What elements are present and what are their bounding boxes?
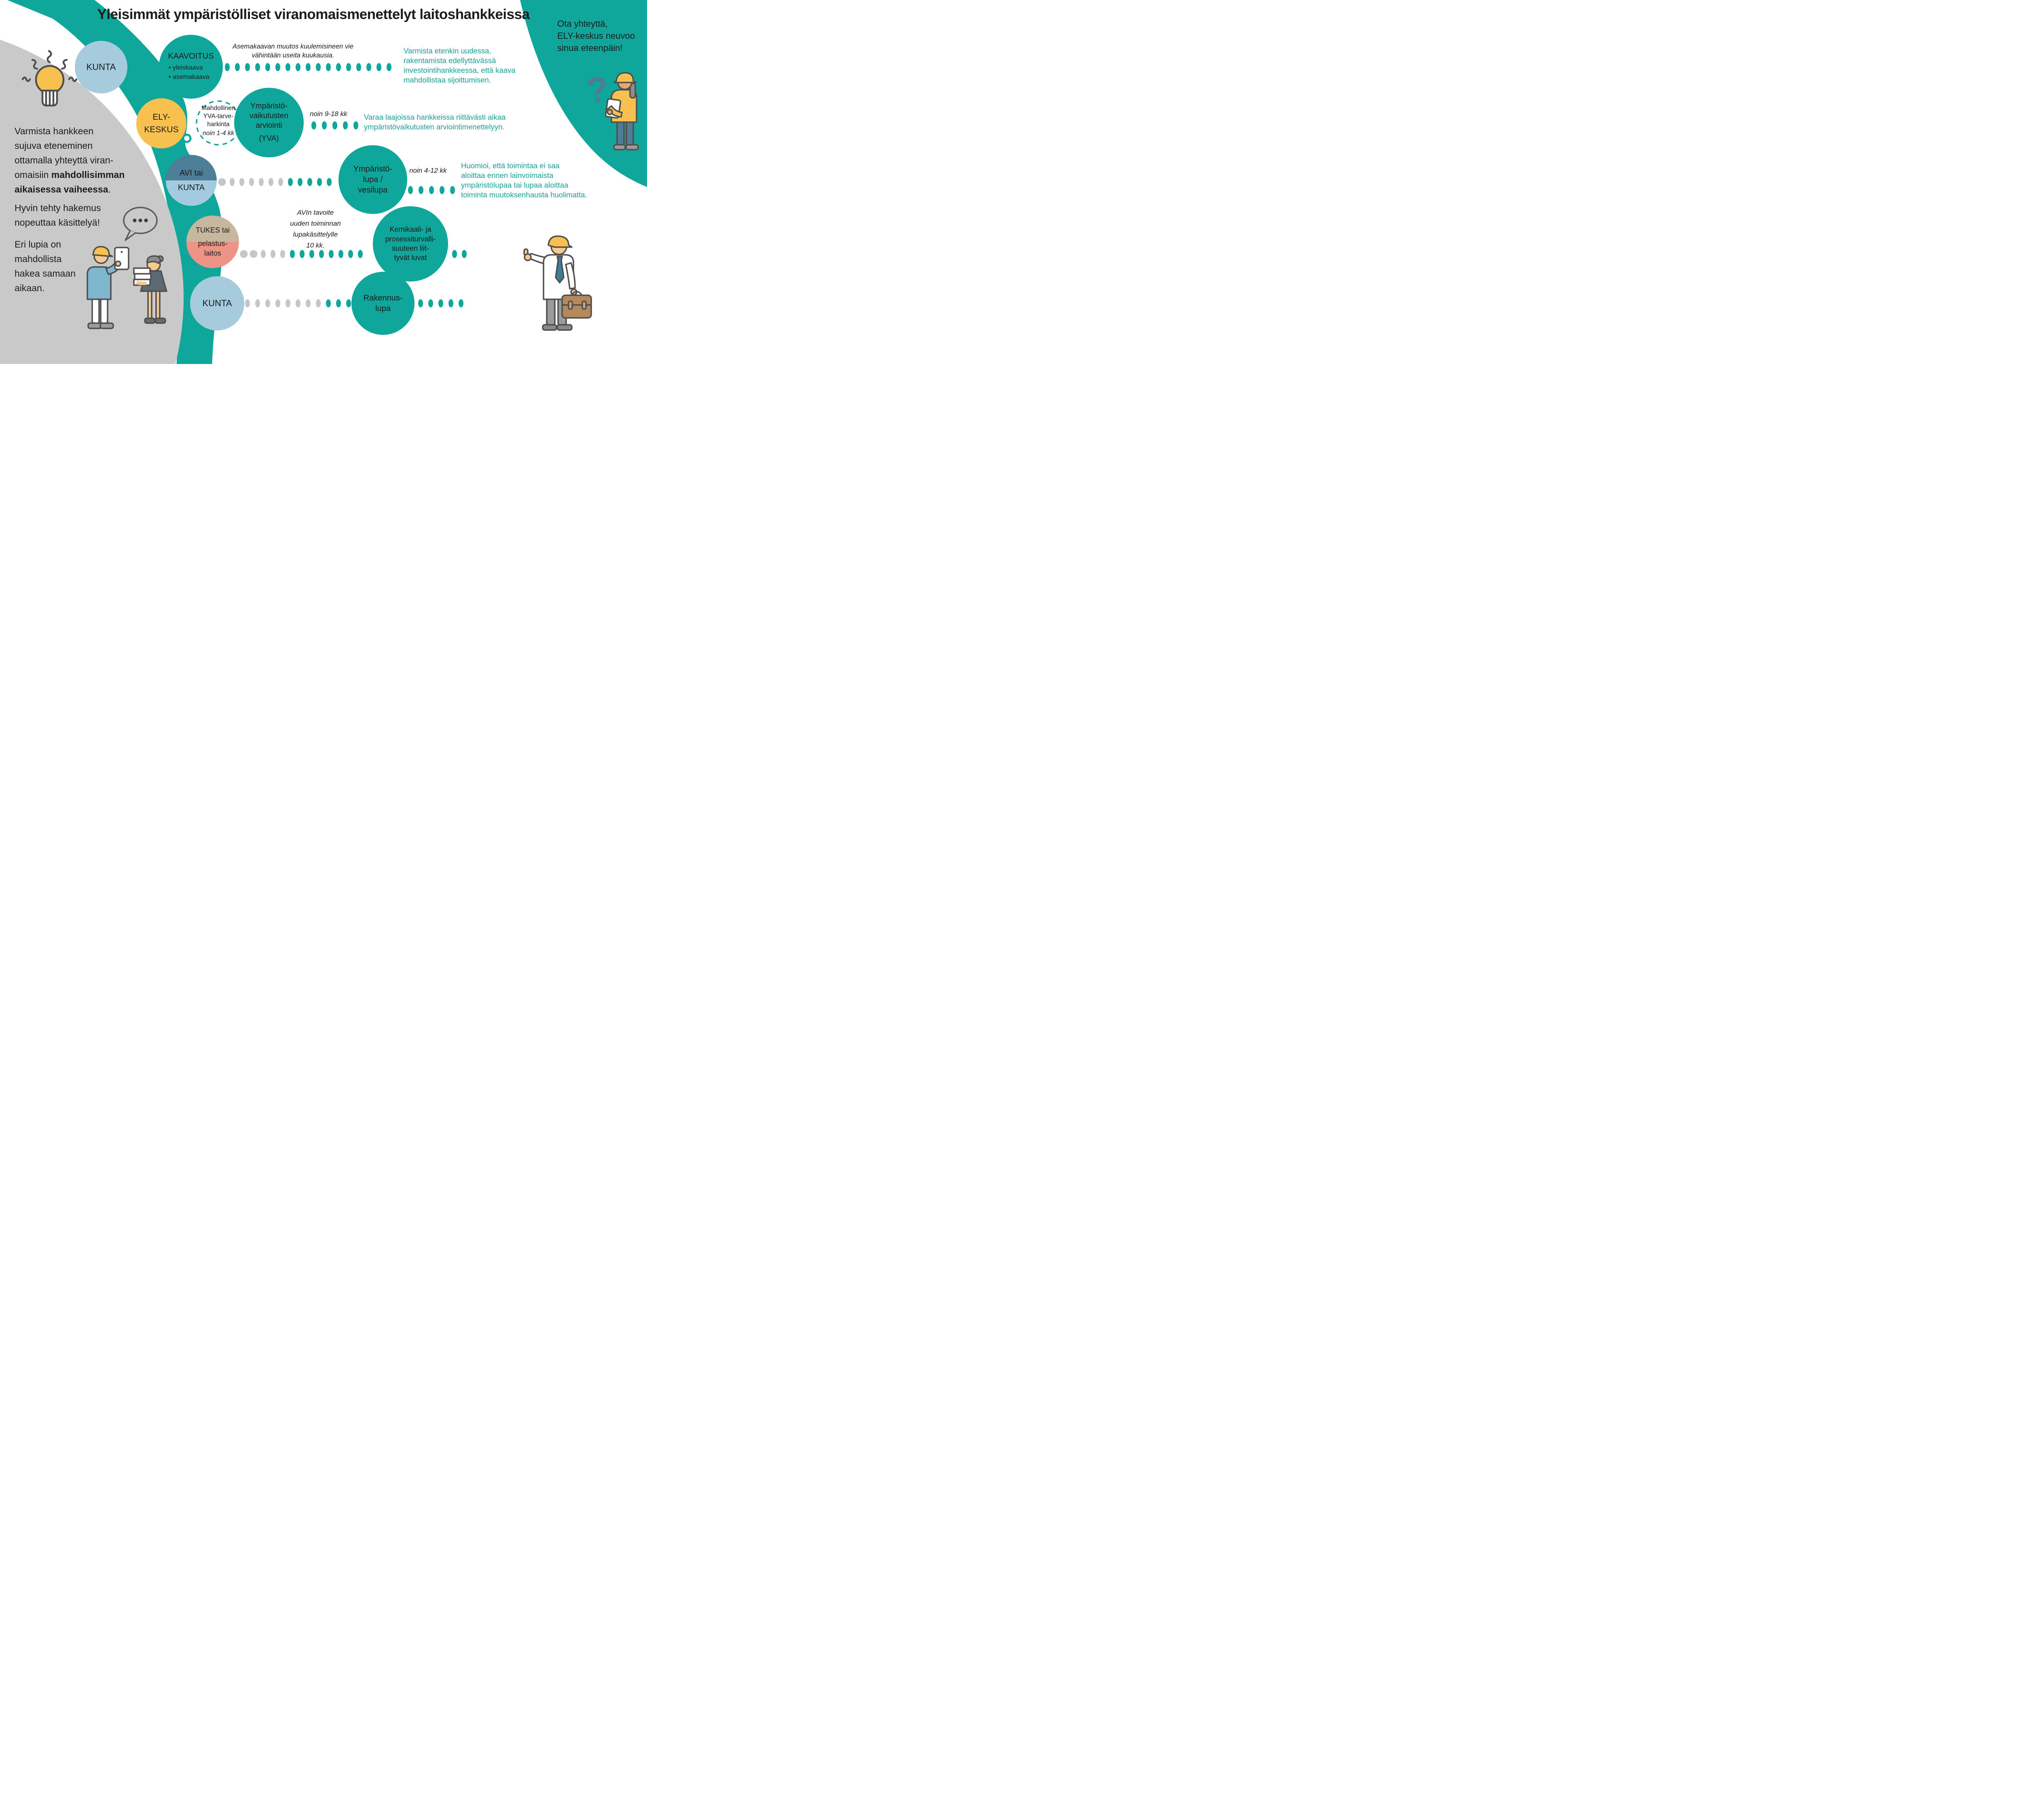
engineer-with-briefcase-icon bbox=[523, 235, 592, 331]
step-circle-kaavoitus: KAAVOITUS • yleiskaava • asemakaava bbox=[159, 35, 223, 99]
people-discussing-icon bbox=[87, 246, 167, 329]
optional-duration: noin 1-4 kk bbox=[202, 130, 235, 137]
dots-row5-teal bbox=[326, 299, 463, 307]
dots-row4-gray bbox=[240, 250, 285, 258]
dots-row4-teal bbox=[290, 250, 467, 258]
dots-row2 bbox=[311, 121, 358, 129]
advice-ymparistolupa: Huomioi, että toimintaa ei saa aloittaa … bbox=[461, 161, 587, 199]
tip-early-contact: Varmista hankkeen sujuva eteneminen otta… bbox=[15, 126, 125, 195]
duration-ymparistolupa: noin 4-12 kk bbox=[409, 167, 447, 174]
dots-row1 bbox=[131, 63, 391, 71]
actor-circle-kunta-row1: KUNTA bbox=[75, 41, 127, 93]
step-bullet: • asemakaava bbox=[169, 74, 209, 81]
advisor-with-clipboard-icon bbox=[605, 72, 639, 150]
infographic-canvas: ? bbox=[0, 0, 647, 364]
ring-dot-icon bbox=[182, 133, 192, 143]
actor-label: KUNTA bbox=[86, 61, 116, 72]
advice-kaavoitus: Varmista etenkin uudessa, rakentamista e… bbox=[404, 47, 516, 84]
actor-label: KUNTA bbox=[202, 298, 232, 308]
teal-swoosh-band bbox=[7, 0, 222, 364]
page-title: Yleisimmät ympäristölliset viranomaismen… bbox=[97, 6, 530, 22]
actor-circle-tukes-pelastuslaitos: TUKES tai pelastus- laitos bbox=[186, 216, 239, 268]
dots-row5-gray bbox=[245, 299, 321, 307]
contact-line: Ota yhteyttä, bbox=[557, 19, 608, 29]
duration-yva: noin 9-18 kk bbox=[310, 110, 347, 118]
step-circle-yva: Ympäristö- vaikutusten arviointi (YVA) bbox=[234, 88, 304, 157]
contact-line: sinua eteenpäin! bbox=[557, 43, 623, 53]
lightbulb-icon bbox=[21, 50, 78, 107]
note-avi-target: AVIn tavoite uuden toiminnan lupakäsitte… bbox=[290, 209, 341, 249]
dots-row3-gray bbox=[218, 178, 283, 186]
step-title: KAAVOITUS bbox=[168, 51, 214, 61]
note-kaavoitus-duration: Asemakaavan muutos kuulemisineen vie väh… bbox=[233, 43, 353, 59]
question-mark-icon: ? bbox=[584, 68, 610, 111]
tip-parallel-permits: Eri lupia on mahdollista hakea samaan ai… bbox=[15, 239, 76, 293]
speech-bubble-icon bbox=[123, 207, 158, 241]
step-bullet: • yleiskaava bbox=[169, 64, 203, 71]
step-circle-ymparistolupa: Ympäristö- lupa / vesilupa bbox=[338, 145, 407, 214]
optional-yva-need-text: Mahdollinen YVA-tarve- harkinta noin 1-4… bbox=[190, 104, 247, 138]
step-circle-rakennuslupa: Rakennus- lupa bbox=[351, 272, 415, 335]
actor-circle-ely-keskus: ELY- KESKUS bbox=[136, 98, 186, 148]
advice-yva: Varaa laajoissa hankkeissa riittävästi a… bbox=[364, 113, 506, 131]
teal-corner-shape bbox=[520, 0, 647, 187]
dots-row3-teal bbox=[288, 178, 455, 194]
actor-circle-avi-kunta: AVI tai KUNTA bbox=[166, 155, 217, 206]
background-graphics: ? bbox=[0, 0, 647, 364]
contact-line: ELY-keskus neuvoo bbox=[557, 31, 635, 41]
tip-good-application: Hyvin tehty hakemus nopeuttaa käsittelyä… bbox=[15, 203, 101, 228]
step-circle-kemikaaliluvat: Kemikaali- ja prosessiturvalli- suuteen … bbox=[373, 206, 448, 281]
actor-circle-kunta-row5: KUNTA bbox=[190, 276, 244, 330]
contact-note: Ota yhteyttä, ELY-keskus neuvoo sinua et… bbox=[557, 18, 635, 54]
